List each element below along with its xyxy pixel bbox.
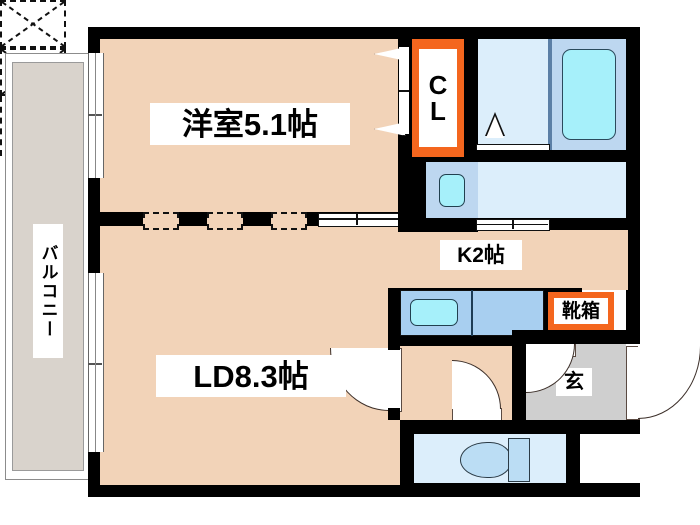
exterior-wall-right-lower [566, 420, 580, 497]
kitchen-counter-divider [471, 290, 473, 336]
bathtub [562, 49, 616, 140]
room-partition-folding-doors[interactable] [207, 212, 243, 230]
washer-x-icon [1, 1, 65, 47]
exterior-wall-left-top-stub [88, 27, 102, 53]
toilet-room-wall [400, 420, 580, 434]
washroom-floor [478, 162, 626, 218]
balcony-label: バルコニー [33, 224, 63, 358]
vanity-sink-bowl [439, 174, 465, 207]
exterior-wall-right [626, 27, 640, 343]
room-partition-folding-doors[interactable] [271, 212, 307, 230]
hall-left-wall [388, 340, 400, 350]
balcony-window-lower-rail [94, 273, 96, 452]
exterior-wall-left-pier [88, 178, 102, 273]
exterior-wall-bottom [88, 483, 640, 497]
exterior-wall-top [88, 27, 640, 41]
washing-machine-space [0, 0, 66, 48]
shoe-box-label: 靴箱 [554, 298, 608, 324]
entrance-door-swing [638, 346, 700, 419]
bathroom-partition-vertical [548, 39, 552, 150]
entrance-wall-top [512, 330, 640, 344]
hall-to-living-door[interactable] [388, 348, 402, 412]
balcony-window-upper-rail [94, 53, 96, 178]
closet-door-divider [399, 90, 409, 92]
partition-sliding-door-panel[interactable] [318, 213, 400, 227]
kitchen-sink [410, 299, 458, 326]
balcony-sliding-window-lower[interactable] [88, 273, 104, 452]
toilet-tank [508, 438, 530, 482]
western-room-label: 洋室5.1帖 [150, 103, 350, 145]
toilet-room-left-wall [400, 420, 414, 497]
hall-entrance-divider-wall [512, 344, 526, 420]
partition-sliding-door-rail [318, 218, 398, 220]
closet-label: C L [419, 49, 457, 147]
hall-left-wall-lower [388, 408, 400, 420]
closet-label-char-1: C [428, 70, 448, 100]
room-partition-folding-doors[interactable] [143, 212, 179, 230]
bathroom-door-mark[interactable] [486, 116, 504, 138]
washroom-sliding-door-rail [476, 223, 548, 225]
toilet-bowl [460, 442, 512, 478]
kitchen-label: K2帖 [440, 240, 522, 270]
closet-label-char-2: L [430, 96, 446, 126]
washroom-wall-top [464, 150, 640, 162]
living-dining-label: LD8.3帖 [156, 355, 346, 397]
